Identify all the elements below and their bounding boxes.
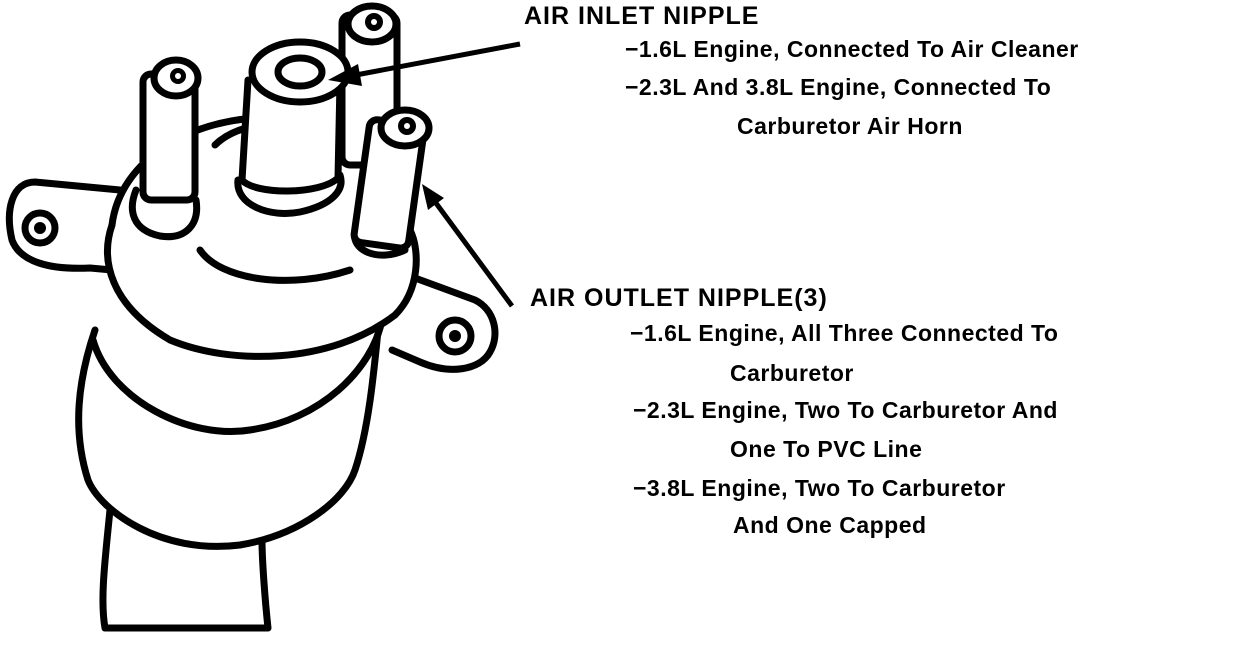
inlet-line-3: Carburetor Air Horn — [737, 113, 963, 139]
inlet-line-2: −2.3L And 3.8L Engine, Connected To — [625, 74, 1052, 100]
outlet-line-5: −3.8L Engine, Two To Carburetor — [633, 475, 1006, 501]
center-inlet-nipple — [234, 38, 352, 217]
outlet-leader-arrow — [422, 184, 515, 308]
inlet-leader-arrow — [328, 41, 521, 86]
left-outlet-nipple — [128, 56, 202, 241]
outlet-line-2: Carburetor — [730, 360, 854, 386]
outlet-line-4: One To PVC Line — [730, 436, 923, 462]
inlet-heading: AIR INLET NIPPLE — [524, 2, 760, 30]
right-mounting-flange — [388, 274, 499, 373]
inlet-line-1: −1.6L Engine, Connected To Air Cleaner — [625, 36, 1079, 62]
outlet-line-6: And One Capped — [733, 512, 927, 538]
outlet-heading: AIR OUTLET NIPPLE(3) — [530, 284, 828, 312]
outlet-line-1: −1.6L Engine, All Three Connected To — [630, 320, 1059, 346]
left-mounting-flange — [5, 178, 124, 274]
outlet-line-3: −2.3L Engine, Two To Carburetor And — [633, 397, 1058, 423]
right-outlet-nipple — [350, 106, 433, 259]
